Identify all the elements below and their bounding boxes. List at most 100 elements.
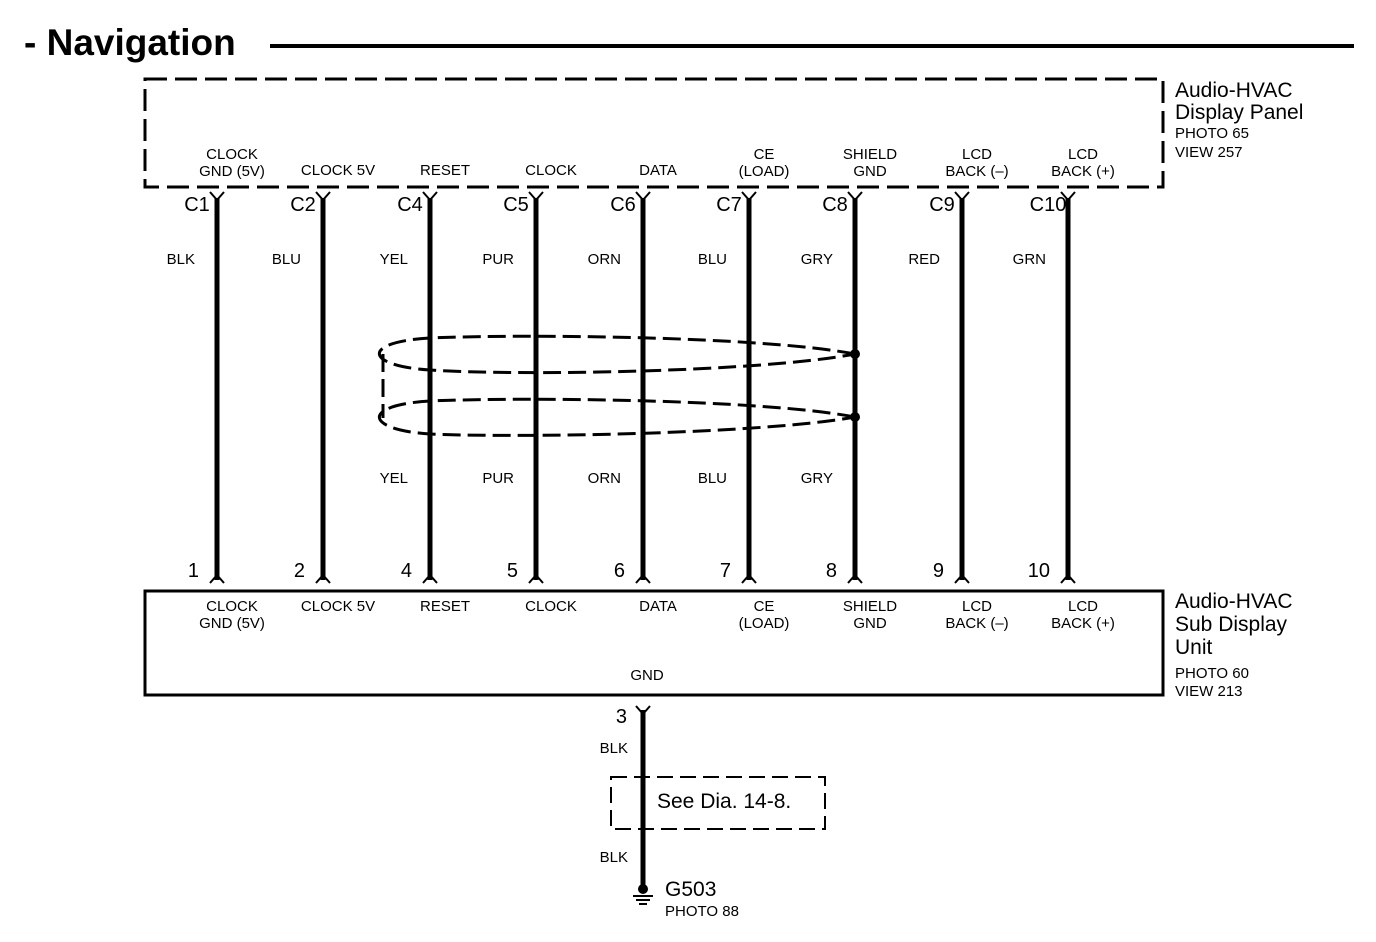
- wire-c7-connector: C7: [716, 194, 742, 216]
- wire-c4-unit-label-1: RESET: [420, 598, 470, 615]
- sub-display-name-1: Audio-HVAC: [1175, 590, 1293, 613]
- wire-c7-panel-label-2: (LOAD): [739, 163, 790, 180]
- wire-c1-color-top: BLK: [167, 251, 195, 268]
- wire-c10-connector: C10: [1030, 194, 1067, 216]
- display-panel-name-2: Display Panel: [1175, 101, 1303, 124]
- wire-c9-bottom-terminal: [954, 573, 970, 584]
- wire-c9-unit-label-2: BACK (–): [945, 615, 1008, 632]
- wire-c10-panel-label-2: BACK (+): [1051, 163, 1115, 180]
- wire-c1-connector: C1: [184, 194, 210, 216]
- wire-c6-pin-number: 6: [614, 560, 625, 582]
- wire-c8-connector: C8: [822, 194, 848, 216]
- wire-c1-panel-label-2: GND (5V): [199, 163, 265, 180]
- sub-display-name-3: Unit: [1175, 636, 1213, 659]
- wire-c2-connector: C2: [290, 194, 316, 216]
- display-panel-box: [143, 77, 1165, 189]
- wire-c5-unit-label-1: CLOCK: [525, 598, 577, 615]
- wire-c9-top-terminal: [954, 191, 970, 202]
- see-diagram-box: [610, 776, 826, 830]
- display-panel-name-1: Audio-HVAC: [1175, 79, 1293, 102]
- wire-c5-connector: C5: [503, 194, 529, 216]
- wire-c6-unit-label-1: DATA: [639, 598, 677, 615]
- wire-c6-connector: C6: [610, 194, 636, 216]
- wire-c7-unit-label-2: (LOAD): [739, 615, 790, 632]
- wire-c4-panel-label-1: RESET: [420, 162, 470, 179]
- wire-c1-unit-label-2: GND (5V): [199, 615, 265, 632]
- wire-c5-color-top: PUR: [482, 251, 514, 268]
- wire-c10-pin-number: 10: [1028, 560, 1050, 582]
- wire-c8-color-top: GRY: [801, 251, 833, 268]
- wire-c8-pin-number: 8: [826, 560, 837, 582]
- wire-c7-color-top: BLU: [698, 251, 727, 268]
- wire-c6-panel-label-1: DATA: [639, 162, 677, 179]
- wire-c8-bottom-terminal: [847, 573, 863, 584]
- shield-ellipse-bottom: [378, 397, 856, 437]
- ground-wire: 3 BLK See Dia. 14-8. BLK G503 PHOTO 88: [600, 705, 826, 920]
- wire-c8-unit-label-2: GND: [853, 615, 887, 632]
- wire-c4-pin-number: 4: [401, 560, 412, 582]
- sub-display-view: VIEW 213: [1175, 683, 1243, 700]
- wire-c10-unit-label-2: BACK (+): [1051, 615, 1115, 632]
- ground-pin-number: 3: [616, 706, 627, 728]
- ground-icon: [633, 884, 653, 905]
- wire-c9-color-top: RED: [908, 251, 940, 268]
- wire-c9-panel-label-1: LCD: [962, 146, 992, 163]
- wire-c2-top-terminal: [315, 191, 331, 202]
- wire-c1-panel-label-1: CLOCK: [206, 146, 258, 163]
- wire-c2-bottom-terminal: [315, 573, 331, 584]
- wire-c4-color-top: YEL: [380, 251, 408, 268]
- shield-cable: [378, 334, 860, 437]
- wire-c10-bottom-terminal: [1060, 573, 1076, 584]
- wire-c6-top-terminal: [635, 191, 651, 202]
- ground-photo: PHOTO 88: [665, 903, 739, 920]
- wire-c2-panel-label-1: CLOCK 5V: [301, 162, 375, 179]
- see-diagram-note: See Dia. 14-8.: [657, 790, 791, 813]
- ground-color-bottom: BLK: [600, 849, 628, 866]
- wire-c5-pin-number: 5: [507, 560, 518, 582]
- ground-name: G503: [665, 878, 716, 901]
- wire-c4-color-bottom: YEL: [380, 470, 408, 487]
- wire-c5-color-bottom: PUR: [482, 470, 514, 487]
- wire-c1-pin-number: 1: [188, 560, 199, 582]
- sub-display-gnd-label: GND: [630, 667, 664, 684]
- wire-c7-top-terminal: [741, 191, 757, 202]
- wire-c6-bottom-terminal: [635, 573, 651, 584]
- wire-c10-panel-label-1: LCD: [1068, 146, 1098, 163]
- wire-c6-color-top: ORN: [588, 251, 621, 268]
- wire-c2-color-top: BLU: [272, 251, 301, 268]
- wire-c9-panel-label-2: BACK (–): [945, 163, 1008, 180]
- display-panel-photo: PHOTO 65: [1175, 125, 1249, 142]
- wire-c4-bottom-terminal: [422, 573, 438, 584]
- wire-c8-panel-label-1: SHIELD: [843, 146, 897, 163]
- wire-c7-color-bottom: BLU: [698, 470, 727, 487]
- page-title: - Navigation: [24, 22, 236, 63]
- wire-c7-pin-number: 7: [720, 560, 731, 582]
- wire-c7-panel-label-1: CE: [754, 146, 775, 163]
- wire-c9-pin-number: 9: [933, 560, 944, 582]
- wire-c4-top-terminal: [422, 191, 438, 202]
- wire-c5-panel-label-1: CLOCK: [525, 162, 577, 179]
- shield-dot-top: [850, 349, 860, 359]
- ground-color-top: BLK: [600, 740, 628, 757]
- wire-c1-bottom-terminal: [209, 573, 225, 584]
- wire-c10-color-top: GRN: [1013, 251, 1046, 268]
- wire-c8-panel-label-2: GND: [853, 163, 887, 180]
- wire-c9-unit-label-1: LCD: [962, 598, 992, 615]
- shield-ellipse-top: [378, 334, 856, 375]
- wire-c10-unit-label-1: LCD: [1068, 598, 1098, 615]
- wire-c8-color-bottom: GRY: [801, 470, 833, 487]
- wire-c8-unit-label-1: SHIELD: [843, 598, 897, 615]
- wire-c8-top-terminal: [847, 191, 863, 202]
- wire-c10-top-terminal: [1060, 191, 1076, 202]
- wire-c5-bottom-terminal: [528, 573, 544, 584]
- sub-display-name-2: Sub Display: [1175, 613, 1288, 636]
- sub-display-box: [143, 589, 1165, 697]
- wire-c5-top-terminal: [528, 191, 544, 202]
- display-panel-view: VIEW 257: [1175, 144, 1243, 161]
- shield-dot-bottom: [850, 412, 860, 422]
- wire-c1-unit-label-1: CLOCK: [206, 598, 258, 615]
- wire-c4-connector: C4: [397, 194, 423, 216]
- wire-c2-pin-number: 2: [294, 560, 305, 582]
